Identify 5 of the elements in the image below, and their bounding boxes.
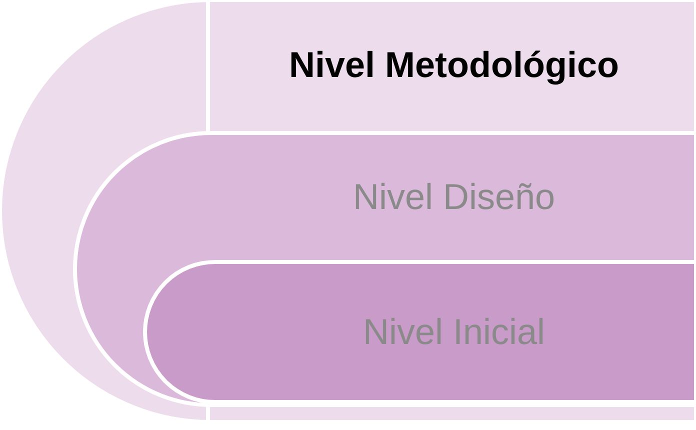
level-label: Nivel Metodológico bbox=[288, 44, 619, 86]
level-band bbox=[145, 262, 696, 402]
level-label: Nivel Diseño bbox=[352, 176, 556, 218]
level-label: Nivel Inicial bbox=[362, 311, 546, 353]
level-band bbox=[75, 133, 696, 405]
